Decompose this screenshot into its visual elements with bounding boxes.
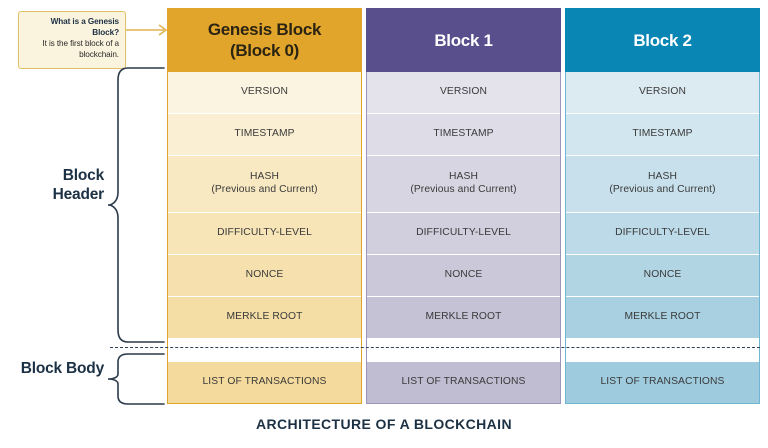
row-merkle-root: MERKLE ROOT [367, 295, 560, 339]
block-column-genesis: Genesis Block (Block 0) VERSION TIMESTAM… [167, 8, 362, 404]
header-body-gap [367, 338, 560, 362]
row-version: VERSION [566, 72, 759, 114]
block-rows-genesis: VERSION TIMESTAMP HASH (Previous and Cur… [167, 72, 362, 404]
row-hash-title: HASH [448, 171, 478, 183]
diagram-title: ARCHITECTURE OF A BLOCKCHAIN [256, 416, 512, 432]
callout-arrow-icon [126, 24, 168, 36]
row-hash: HASH (Previous and Current) [168, 155, 361, 212]
row-transactions: LIST OF TRANSACTIONS [168, 361, 361, 404]
block-title-line1: Genesis Block [207, 20, 322, 39]
block-title-line2: (Block 0) [229, 41, 300, 60]
row-hash-subtitle: (Previous and Current) [609, 183, 716, 195]
row-version: VERSION [168, 72, 361, 114]
block-column-1: Block 1 VERSION TIMESTAMP HASH (Previous… [366, 8, 561, 404]
row-nonce: NONCE [566, 253, 759, 296]
block-rows-1: VERSION TIMESTAMP HASH (Previous and Cur… [366, 72, 561, 404]
row-hash: HASH (Previous and Current) [566, 155, 759, 212]
row-merkle-root: MERKLE ROOT [566, 295, 759, 339]
block-title-genesis: Genesis Block (Block 0) [167, 8, 362, 72]
block-body-label: Block Body [20, 360, 104, 377]
row-difficulty: DIFFICULTY-LEVEL [566, 211, 759, 254]
row-timestamp: TIMESTAMP [367, 113, 560, 156]
row-transactions: LIST OF TRANSACTIONS [367, 361, 560, 404]
header-body-separator [110, 347, 760, 348]
header-body-gap [566, 338, 759, 362]
row-hash-title: HASH [249, 171, 279, 183]
row-difficulty: DIFFICULTY-LEVEL [168, 211, 361, 254]
block-title-line1: Block 1 [434, 30, 493, 50]
block-header-bracket [108, 67, 165, 343]
row-nonce: NONCE [367, 253, 560, 296]
block-title-line1: Block 2 [633, 30, 692, 50]
row-hash-subtitle: (Previous and Current) [410, 183, 517, 195]
row-hash-subtitle: (Previous and Current) [211, 183, 318, 195]
genesis-block-callout: What is a Genesis Block? It is the first… [18, 11, 126, 69]
row-hash: HASH (Previous and Current) [367, 155, 560, 212]
callout-question: What is a Genesis Block? [50, 17, 119, 37]
row-timestamp: TIMESTAMP [168, 113, 361, 156]
blocks-container: Genesis Block (Block 0) VERSION TIMESTAM… [167, 8, 760, 404]
callout-answer: It is the first block of a blockchain. [42, 39, 119, 59]
block-rows-2: VERSION TIMESTAMP HASH (Previous and Cur… [565, 72, 760, 404]
block-body-bracket [108, 353, 165, 405]
block-title-1: Block 1 [366, 8, 561, 72]
row-version: VERSION [367, 72, 560, 114]
row-difficulty: DIFFICULTY-LEVEL [367, 211, 560, 254]
block-title-2: Block 2 [565, 8, 760, 72]
row-hash-title: HASH [647, 171, 677, 183]
header-body-gap [168, 338, 361, 362]
block-column-2: Block 2 VERSION TIMESTAMP HASH (Previous… [565, 8, 760, 404]
block-header-label: Block Header [52, 167, 105, 203]
row-timestamp: TIMESTAMP [566, 113, 759, 156]
row-merkle-root: MERKLE ROOT [168, 295, 361, 339]
row-transactions: LIST OF TRANSACTIONS [566, 361, 759, 404]
row-nonce: NONCE [168, 253, 361, 296]
